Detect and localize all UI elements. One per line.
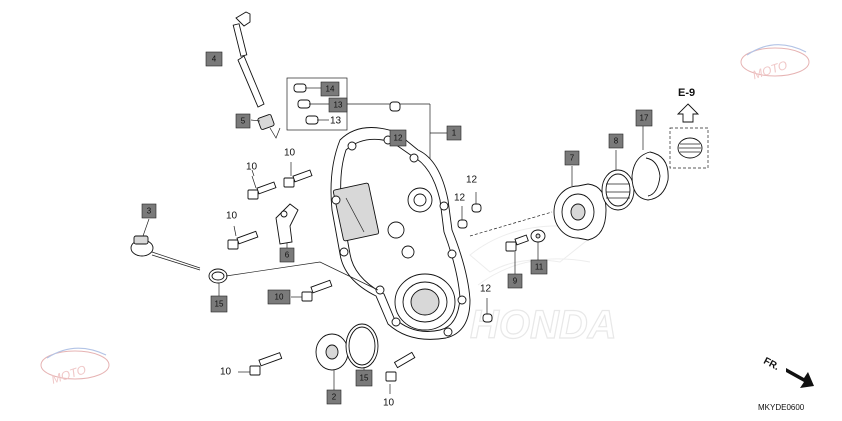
svg-text:7: 7 <box>570 154 575 163</box>
front-direction-indicator: FR. <box>761 356 814 388</box>
svg-text:2: 2 <box>332 393 337 402</box>
callout-1[interactable]: 1 <box>446 125 462 141</box>
svg-text:FR.: FR. <box>761 356 781 373</box>
reference-e9-box <box>669 127 709 169</box>
svg-text:6: 6 <box>285 251 290 260</box>
svg-text:9: 9 <box>513 277 518 286</box>
label-10-d[interactable]: 10 <box>220 367 232 378</box>
label-10-b[interactable]: 10 <box>284 148 296 159</box>
label-12-b[interactable]: 12 <box>454 193 466 204</box>
svg-text:15: 15 <box>360 374 369 383</box>
svg-text:14: 14 <box>326 85 335 94</box>
callout-6[interactable]: 6 <box>279 247 295 263</box>
callout-5[interactable]: 5 <box>235 113 251 129</box>
label-10-c[interactable]: 10 <box>226 211 238 222</box>
diagram-code: MKYDE0600 <box>758 403 805 412</box>
callout-11[interactable]: 11 <box>530 259 548 275</box>
dowel-pins-group <box>293 83 319 125</box>
dowel-12-b <box>457 219 468 229</box>
callout-2[interactable]: 2 <box>326 389 342 405</box>
bolt-10-b <box>283 169 313 188</box>
part-2-cap <box>315 333 349 371</box>
callout-14[interactable]: 14 <box>320 81 340 97</box>
moto-logo-top-right: MOTO <box>740 44 810 82</box>
callout-8[interactable]: 8 <box>608 133 624 149</box>
bolt-10-f <box>385 351 416 382</box>
callout-15-left[interactable]: 15 <box>210 295 228 313</box>
part-8-one-way-clutch <box>601 169 635 211</box>
svg-text:15: 15 <box>215 300 224 309</box>
honda-watermark: HONDA <box>470 303 617 347</box>
callout-4[interactable]: 4 <box>205 51 223 67</box>
part-6-bracket <box>275 203 299 245</box>
label-13[interactable]: 13 <box>330 116 342 127</box>
part-7-bearing <box>553 183 607 241</box>
callout-13-boxed[interactable]: 13 <box>328 97 348 113</box>
up-arrow-icon <box>676 103 700 123</box>
part-9-bolt <box>505 234 529 252</box>
svg-text:8: 8 <box>614 137 619 146</box>
label-10-a[interactable]: 10 <box>246 162 258 173</box>
moto-logo-bottom-left: MOTO <box>40 347 110 387</box>
part-5-cap <box>257 114 275 130</box>
svg-text:12: 12 <box>394 134 403 143</box>
dowel-12-c <box>482 313 493 323</box>
svg-text:3: 3 <box>147 207 152 216</box>
svg-text:MOTO: MOTO <box>751 58 789 82</box>
label-12-a[interactable]: 12 <box>466 175 478 186</box>
bolt-10-e <box>249 352 283 376</box>
label-12-c[interactable]: 12 <box>480 284 492 295</box>
callout-12-boxed[interactable]: 12 <box>389 129 407 147</box>
callout-7[interactable]: 7 <box>564 150 580 166</box>
svg-text:1: 1 <box>452 129 457 138</box>
front-arrow-icon <box>786 368 814 388</box>
bolt-10-c <box>227 230 259 250</box>
part-3-oil-dipstick <box>130 235 201 271</box>
callout-17[interactable]: 17 <box>635 109 653 127</box>
svg-text:13: 13 <box>334 101 343 110</box>
svg-text:10: 10 <box>275 293 284 302</box>
callout-10-boxed[interactable]: 10 <box>267 289 291 305</box>
callout-9[interactable]: 9 <box>507 273 523 289</box>
callout-15-lower[interactable]: 15 <box>355 369 373 387</box>
label-10-e[interactable]: 10 <box>383 398 395 409</box>
svg-text:MOTO: MOTO <box>49 362 87 386</box>
engine-side-cover <box>330 127 471 340</box>
dowel-12-a <box>471 203 482 213</box>
bolt-10-d <box>301 279 333 302</box>
svg-text:11: 11 <box>535 263 544 272</box>
svg-text:4: 4 <box>212 55 217 64</box>
reference-label: E-9 <box>678 87 695 99</box>
svg-text:17: 17 <box>640 114 649 123</box>
callout-3[interactable]: 3 <box>141 203 157 219</box>
svg-text:5: 5 <box>241 117 246 126</box>
bolt-10-a <box>247 181 277 200</box>
part-4-bracket-pin <box>232 11 265 108</box>
part-17-circlip <box>631 151 669 201</box>
